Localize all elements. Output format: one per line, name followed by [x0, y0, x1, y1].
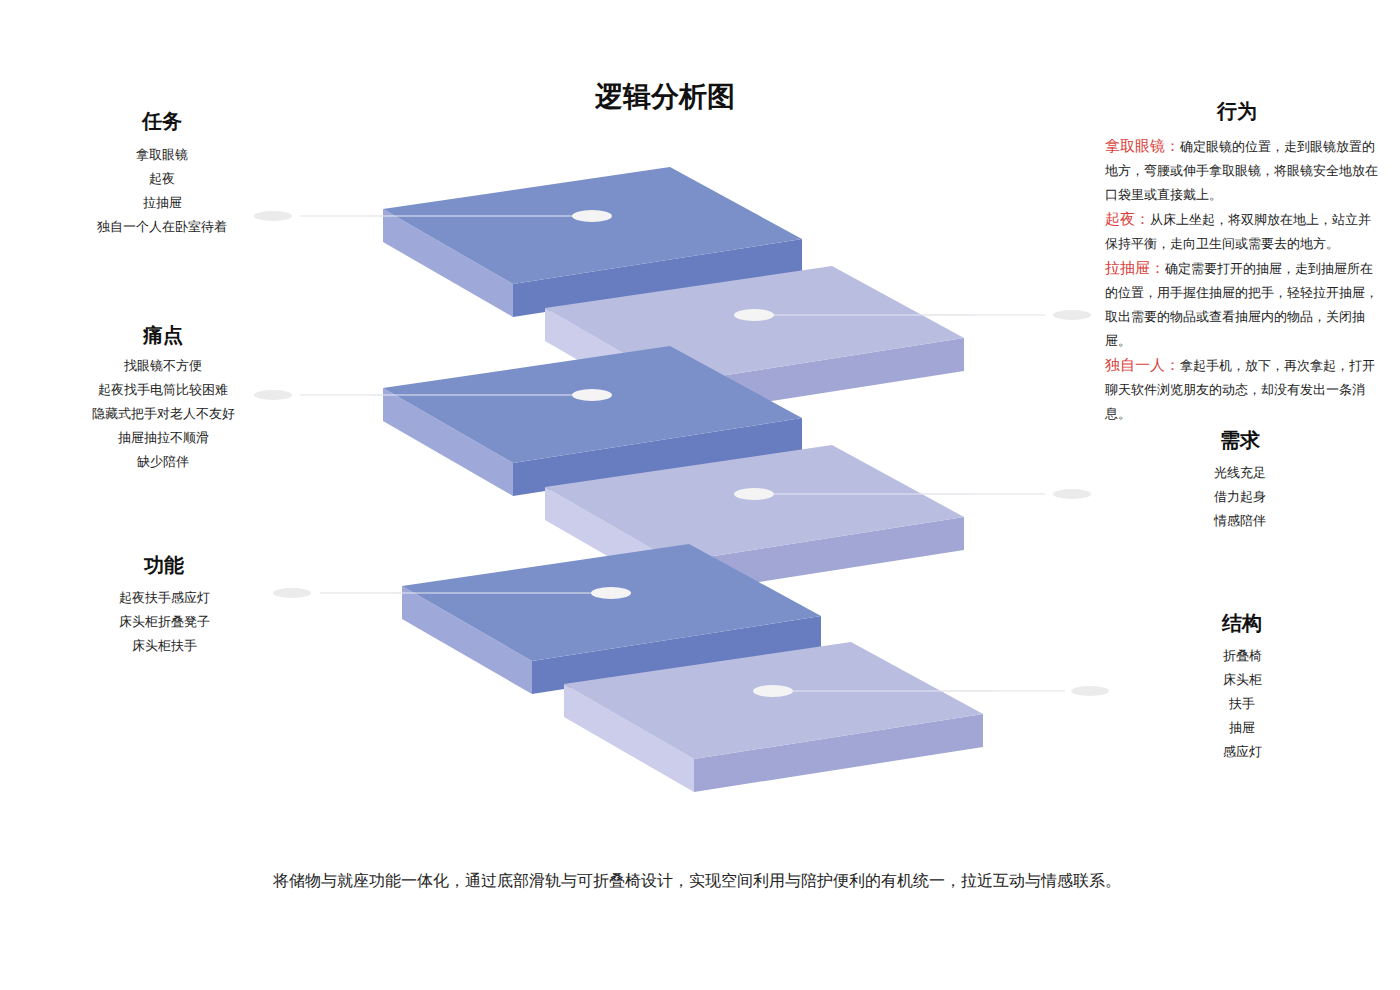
- behaviour-row: 独自一人：拿起手机，放下，再次拿起，打开聊天软件浏览朋友的动态，却没有发出一条消…: [1105, 353, 1381, 426]
- leader-end: [1053, 310, 1091, 320]
- slab-top: [564, 642, 983, 759]
- list-item: 感应灯: [1223, 743, 1262, 761]
- leader-line: [372, 395, 592, 396]
- behaviour-text: 拿取眼镜：确定眼镜的位置，走到眼镜放置的地方，弯腰或伸手拿取眼镜，将眼镜安全地放…: [1105, 134, 1381, 426]
- leader-line: [754, 315, 974, 316]
- anchor-dot: [753, 685, 793, 697]
- anchor-dot: [572, 210, 612, 222]
- leader-line: [300, 394, 592, 395]
- leader-end: [273, 588, 311, 598]
- leader-end: [1071, 686, 1109, 696]
- slab-top: [402, 544, 821, 661]
- list-item: 折叠椅: [1223, 647, 1262, 665]
- slab: [545, 266, 974, 416]
- list-item: 床头柜: [1223, 671, 1262, 689]
- list-item: 找眼镜不方便: [124, 357, 202, 375]
- behaviour-row: 拉抽屉：确定需要打开的抽屉，走到抽屉所在的位置，用手握住抽屉的把手，轻轻拉开抽屉…: [1105, 256, 1381, 353]
- anchor-dot: [572, 389, 612, 401]
- anchor-dot: [591, 587, 631, 599]
- list-item: 借力起身: [1214, 488, 1266, 506]
- leader-line: [754, 494, 974, 495]
- leader-line: [773, 691, 993, 692]
- leader-end: [1053, 489, 1091, 499]
- slab-top: [545, 445, 964, 562]
- anchor-dot: [734, 488, 774, 500]
- section-heading: 需求: [1220, 427, 1260, 454]
- list-item: 缺少陪伴: [137, 453, 189, 471]
- lead-word: 拉抽屉：: [1105, 259, 1165, 277]
- leader-end: [254, 211, 292, 221]
- list-item: 抽屉抽拉不顺滑: [118, 429, 209, 447]
- section-heading: 痛点: [143, 322, 183, 349]
- list-item: 起夜: [149, 170, 175, 188]
- list-item: 隐藏式把手对老人不友好: [92, 405, 235, 423]
- list-item: 起夜扶手感应灯: [119, 589, 210, 607]
- leader-line: [773, 690, 1065, 691]
- section-heading: 任务: [142, 108, 182, 135]
- list-item: 独自一个人在卧室待着: [97, 218, 227, 236]
- list-item: 抽屉: [1229, 719, 1255, 737]
- leader-line: [320, 592, 611, 593]
- anchor-dot: [734, 309, 774, 321]
- list-item: 起夜找手电筒比较困难: [98, 381, 228, 399]
- caption: 将储物与就座功能一体化，通过底部滑轨与可折叠椅设计，实现空间利用与陪护便利的有机…: [273, 871, 1121, 892]
- section-heading: 行为: [1217, 98, 1257, 125]
- diagram-title: 逻辑分析图: [595, 78, 735, 116]
- list-item: 情感陪伴: [1214, 512, 1266, 530]
- leader-line: [754, 493, 1045, 494]
- lead-word: 拿取眼镜：: [1105, 137, 1180, 155]
- leader-line: [391, 593, 611, 594]
- slab-top: [383, 167, 802, 284]
- list-item: 床头柜折叠凳子: [119, 613, 210, 631]
- list-item: 拉抽屉: [143, 194, 182, 212]
- section-heading: 结构: [1222, 610, 1262, 637]
- leader-line: [372, 216, 592, 217]
- leader-line: [300, 215, 592, 216]
- list-item: 床头柜扶手: [132, 637, 197, 655]
- slab-top: [383, 346, 802, 463]
- section-heading: 功能: [144, 552, 184, 579]
- lead-word: 独自一人：: [1105, 356, 1180, 374]
- behaviour-row: 起夜：从床上坐起，将双脚放在地上，站立并保持平衡，走向卫生间或需要去的地方。: [1105, 207, 1381, 256]
- leader-line: [754, 314, 1045, 315]
- list-item: 扶手: [1229, 695, 1255, 713]
- list-item: 光线充足: [1214, 464, 1266, 482]
- slab: [564, 642, 993, 792]
- leader-end: [254, 390, 292, 400]
- list-item: 拿取眼镜: [136, 146, 188, 164]
- lead-word: 起夜：: [1105, 210, 1150, 228]
- behaviour-row: 拿取眼镜：确定眼镜的位置，走到眼镜放置的地方，弯腰或伸手拿取眼镜，将眼镜安全地放…: [1105, 134, 1381, 207]
